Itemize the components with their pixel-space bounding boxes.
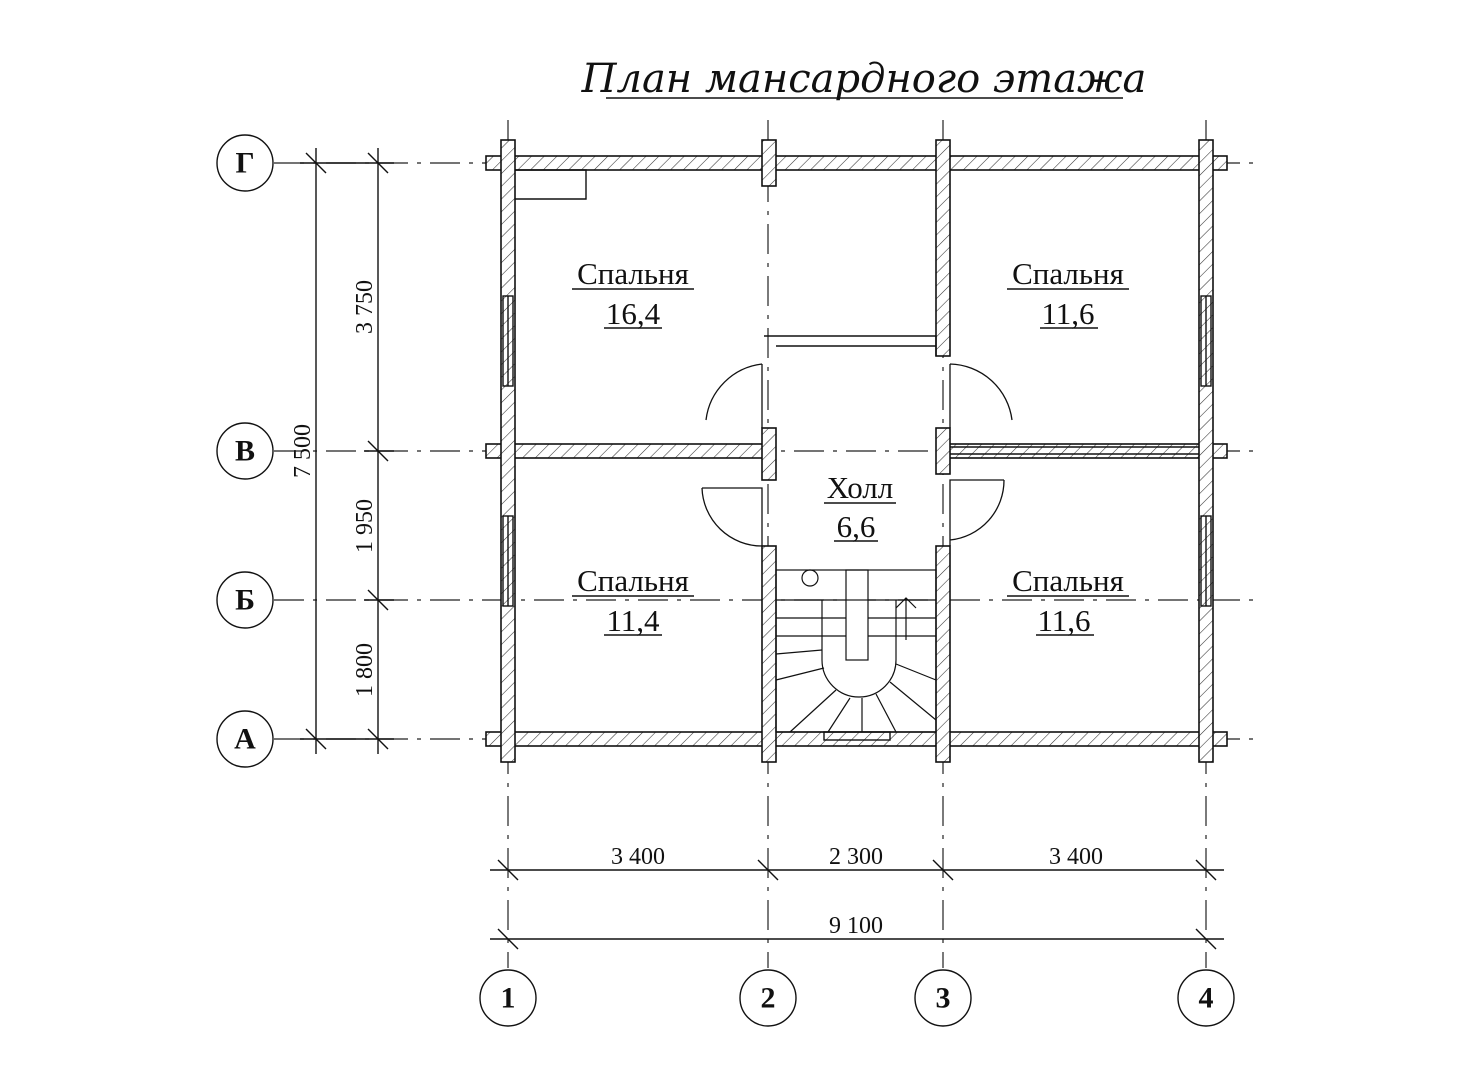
room-area: 11,6 [1037,603,1090,638]
axis-marker-label: 1 [501,982,516,1015]
room-label-bedroom-bottom-left: Спальня 11,4 [572,563,694,638]
axis-marker-label: 4 [1199,982,1214,1015]
axis-marker-label: Б [235,584,255,617]
room-name: Спальня [577,563,689,598]
room-name: Спальня [577,256,689,291]
horizontal-dimensions: 3 400 2 300 3 400 9 100 [490,844,1224,950]
room-label-hall: Холл 6,6 [824,470,896,544]
dimension-segment-vertical: 3 750 [352,280,378,334]
dimension-segment-horizontal: 3 400 [1049,844,1103,870]
room-name: Спальня [1012,563,1124,598]
windows [502,169,1212,741]
dimension-total-horizontal: 9 100 [829,913,883,939]
plan-title: План мансардного этажа [581,56,1147,102]
room-label-bedroom-top-right: Спальня 11,6 [1007,256,1129,331]
dimension-segment-vertical: 1 800 [352,643,378,697]
dimension-segment-vertical: 1 950 [352,499,378,553]
axis-marker-label: 2 [761,982,776,1015]
room-area: 11,6 [1041,296,1094,331]
axis-lines [274,120,1255,968]
staircase [775,569,937,733]
axis-markers-rows: Г В Б А [216,134,274,768]
room-area: 16,4 [606,296,661,331]
axis-marker-label: 3 [936,982,951,1015]
doors [701,363,1013,547]
room-name: Спальня [1012,256,1124,291]
room-area: 6,6 [837,509,876,544]
room-label-bedroom-bottom-right: Спальня 11,6 [1007,563,1129,638]
room-label-bedroom-top-left: Спальня 16,4 [572,256,694,331]
axis-markers-columns: 1 2 3 4 [479,969,1235,1027]
room-name: Холл [827,470,893,505]
dimension-segment-horizontal: 2 300 [829,844,883,870]
dimension-total-vertical: 7 500 [290,424,316,478]
dimension-segment-horizontal: 3 400 [611,844,665,870]
axis-marker-label: Г [235,147,254,180]
axis-marker-label: А [234,723,256,756]
room-area: 11,4 [606,603,660,638]
vertical-dimensions: 7 500 3 750 1 950 1 800 [290,148,394,754]
axis-marker-label: В [235,435,255,468]
